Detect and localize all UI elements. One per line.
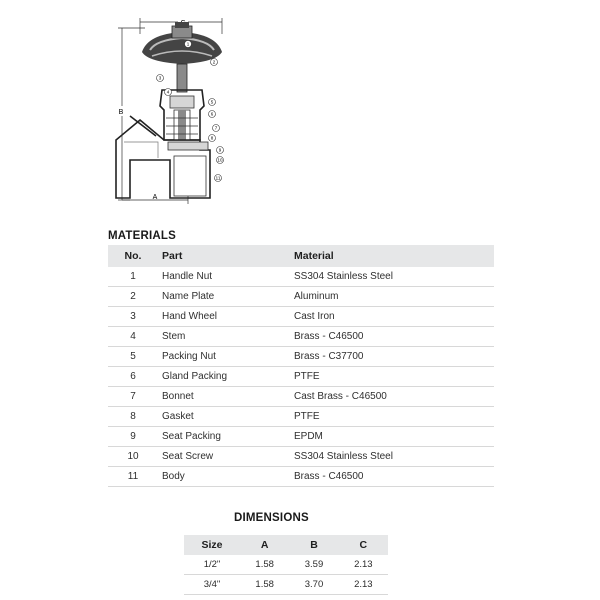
hand-wheel [142, 22, 222, 64]
table-row: 4 Stem Brass - C46500 [108, 326, 494, 347]
callout-8: 8 [208, 134, 216, 142]
row-material: Brass - C46500 [294, 466, 494, 487]
table-row: 5 Packing Nut Brass - C37700 [108, 346, 494, 367]
header-size: Size [184, 535, 241, 555]
row-size: 3/4" [184, 574, 241, 595]
row-material: SS304 Stainless Steel [294, 446, 494, 467]
callout-2: 2 [210, 58, 218, 66]
row-c: 2.13 [338, 555, 388, 575]
row-part: Seat Screw [158, 446, 294, 467]
row-no: 7 [108, 386, 158, 407]
dimensions-header-row: Size A B C [184, 535, 388, 555]
materials-table: No. Part Material 1 Handle Nut SS304 Sta… [108, 245, 494, 487]
svg-text:5: 5 [211, 100, 214, 105]
row-material: Cast Iron [294, 306, 494, 327]
svg-text:3: 3 [159, 76, 162, 81]
dimensions-title: DIMENSIONS [234, 512, 309, 524]
svg-text:1: 1 [187, 42, 190, 47]
row-material: Brass - C46500 [294, 326, 494, 347]
row-part: Bonnet [158, 386, 294, 407]
row-material: SS304 Stainless Steel [294, 267, 494, 287]
row-a: 1.58 [240, 555, 290, 575]
callout-1: 1 [184, 40, 192, 48]
callout-9: 9 [216, 146, 224, 154]
table-row: 11 Body Brass - C46500 [108, 466, 494, 487]
row-no: 8 [108, 406, 158, 427]
svg-text:4: 4 [167, 90, 170, 95]
bonnet [159, 89, 205, 141]
row-part: Body [158, 466, 294, 487]
table-row: 3 Hand Wheel Cast Iron [108, 306, 494, 327]
svg-text:2: 2 [213, 60, 216, 65]
row-b: 3.70 [289, 574, 339, 595]
row-part: Stem [158, 326, 294, 347]
row-no: 4 [108, 326, 158, 347]
row-no: 9 [108, 426, 158, 447]
row-b: 3.59 [289, 555, 339, 575]
row-a: 1.58 [240, 574, 290, 595]
row-material: PTFE [294, 406, 494, 427]
row-no: 2 [108, 286, 158, 307]
table-row: 7 Bonnet Cast Brass - C46500 [108, 386, 494, 407]
table-row: 2 Name Plate Aluminum [108, 286, 494, 307]
row-c: 2.13 [338, 574, 388, 595]
callout-markers: 1 2 3 4 5 6 7 8 [156, 40, 224, 182]
dimensions-table: Size A B C 1/2" 1.58 3.59 2.13 3/4" 1.58… [184, 535, 388, 595]
dimension-a-label: A [153, 194, 158, 201]
row-size: 1/2" [184, 555, 241, 575]
row-no: 3 [108, 306, 158, 327]
row-no: 5 [108, 346, 158, 367]
row-material: PTFE [294, 366, 494, 387]
header-part: Part [158, 245, 294, 267]
header-material: Material [294, 245, 494, 267]
table-row: 9 Seat Packing EPDM [108, 426, 494, 447]
materials-header-row: No. Part Material [108, 245, 494, 267]
header-c: C [338, 535, 388, 555]
svg-text:10: 10 [217, 158, 223, 163]
row-material: Cast Brass - C46500 [294, 386, 494, 407]
row-material: Brass - C37700 [294, 346, 494, 367]
row-material: Aluminum [294, 286, 494, 307]
row-material: EPDM [294, 426, 494, 447]
svg-text:9: 9 [219, 148, 222, 153]
row-part: Packing Nut [158, 346, 294, 367]
table-row: 8 Gasket PTFE [108, 406, 494, 427]
svg-text:7: 7 [215, 126, 218, 131]
callout-3: 3 [156, 74, 164, 82]
row-part: Name Plate [158, 286, 294, 307]
row-part: Seat Packing [158, 426, 294, 447]
callout-4: 4 [164, 88, 172, 96]
valve-body [115, 115, 211, 199]
row-part: Handle Nut [158, 267, 294, 287]
svg-text:8: 8 [211, 136, 214, 141]
callout-10: 10 [216, 156, 224, 164]
table-row: 1 Handle Nut SS304 Stainless Steel [108, 267, 494, 287]
table-row: 1/2" 1.58 3.59 2.13 [184, 555, 388, 575]
svg-text:6: 6 [211, 112, 214, 117]
callout-11: 11 [214, 174, 222, 182]
header-b: B [289, 535, 339, 555]
row-part: Hand Wheel [158, 306, 294, 327]
stem [176, 63, 188, 93]
callout-7: 7 [212, 124, 220, 132]
callout-6: 6 [208, 110, 216, 118]
svg-text:11: 11 [216, 176, 221, 181]
row-no: 6 [108, 366, 158, 387]
header-a: A [240, 535, 290, 555]
row-no: 10 [108, 446, 158, 467]
table-row: 10 Seat Screw SS304 Stainless Steel [108, 446, 494, 467]
row-part: Gasket [158, 406, 294, 427]
row-no: 11 [108, 466, 158, 487]
materials-title: MATERIALS [108, 230, 177, 242]
table-row: 3/4" 1.58 3.70 2.13 [184, 574, 388, 595]
callout-5: 5 [208, 98, 216, 106]
header-no: No. [108, 245, 158, 267]
dimension-b-label: B [119, 109, 124, 116]
row-part: Gland Packing [158, 366, 294, 387]
row-no: 1 [108, 267, 158, 287]
table-row: 6 Gland Packing PTFE [108, 366, 494, 387]
valve-cross-section-diagram: C B A [115, 16, 224, 204]
